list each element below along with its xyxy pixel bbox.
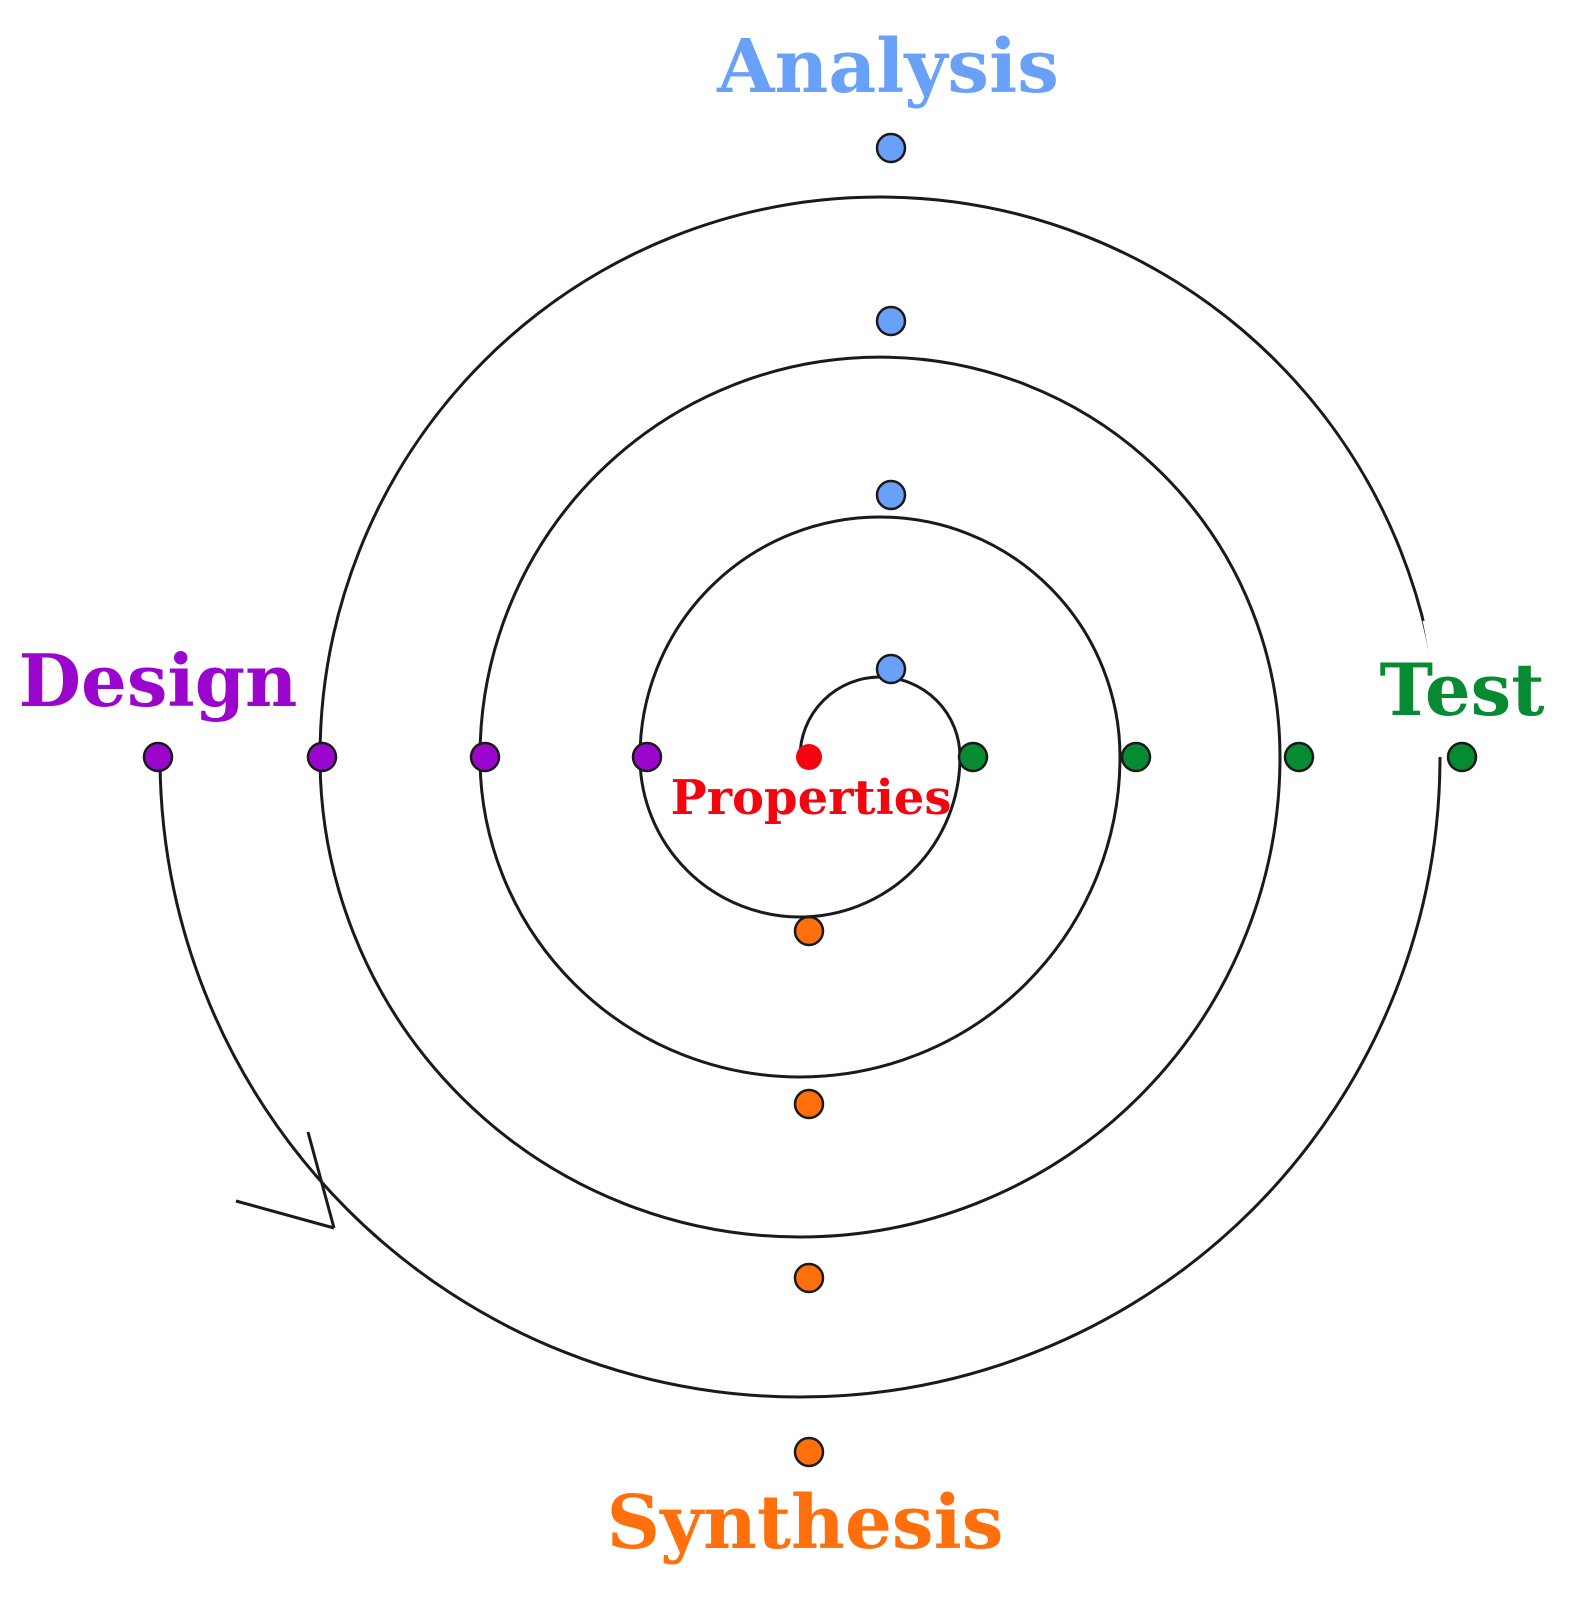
analysis-label: Analysis bbox=[716, 24, 1059, 110]
analysis-node bbox=[875, 653, 907, 685]
test-label: Test bbox=[1380, 647, 1545, 732]
spiral-line bbox=[158, 195, 1442, 1399]
test-node bbox=[1283, 741, 1315, 773]
synthesis-node bbox=[793, 1436, 825, 1468]
direction-arrow-icon bbox=[235, 1131, 336, 1230]
design-label: Design bbox=[19, 638, 298, 723]
design-node bbox=[469, 741, 501, 773]
synthesis-node bbox=[793, 915, 825, 947]
design-node bbox=[306, 741, 338, 773]
design-node bbox=[631, 741, 663, 773]
design-node bbox=[142, 741, 174, 773]
test-node bbox=[1446, 741, 1478, 773]
synthesis-node bbox=[793, 1088, 825, 1120]
spiral-gap bbox=[1422, 619, 1445, 758]
design-nodes bbox=[142, 741, 663, 773]
analysis-node bbox=[875, 305, 907, 337]
synthesis-nodes bbox=[793, 915, 825, 1468]
synthesis-node bbox=[793, 1262, 825, 1294]
properties-label: Properties bbox=[671, 770, 952, 826]
analysis-nodes bbox=[875, 132, 907, 685]
test-node bbox=[1120, 741, 1152, 773]
test-nodes bbox=[957, 741, 1478, 773]
analysis-node bbox=[875, 479, 907, 511]
analysis-node bbox=[875, 132, 907, 164]
center-node bbox=[796, 744, 822, 770]
synthesis-label: Synthesis bbox=[607, 1480, 1004, 1566]
test-node bbox=[957, 741, 989, 773]
